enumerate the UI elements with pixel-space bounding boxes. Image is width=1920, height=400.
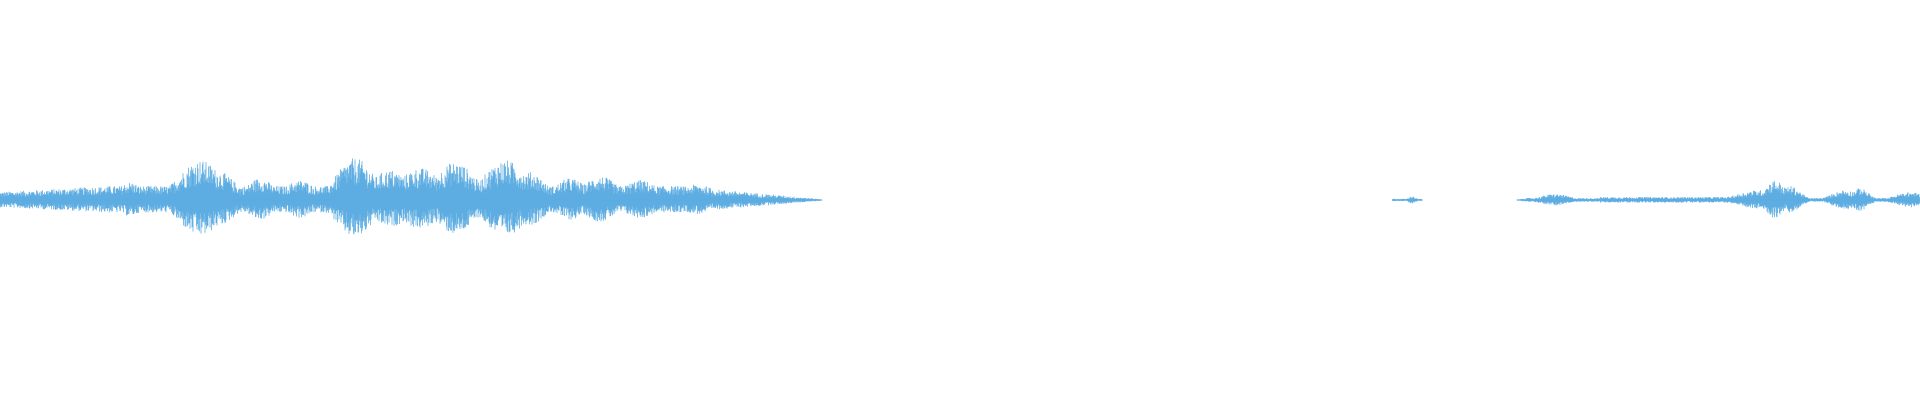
waveform-trace (0, 158, 1920, 235)
